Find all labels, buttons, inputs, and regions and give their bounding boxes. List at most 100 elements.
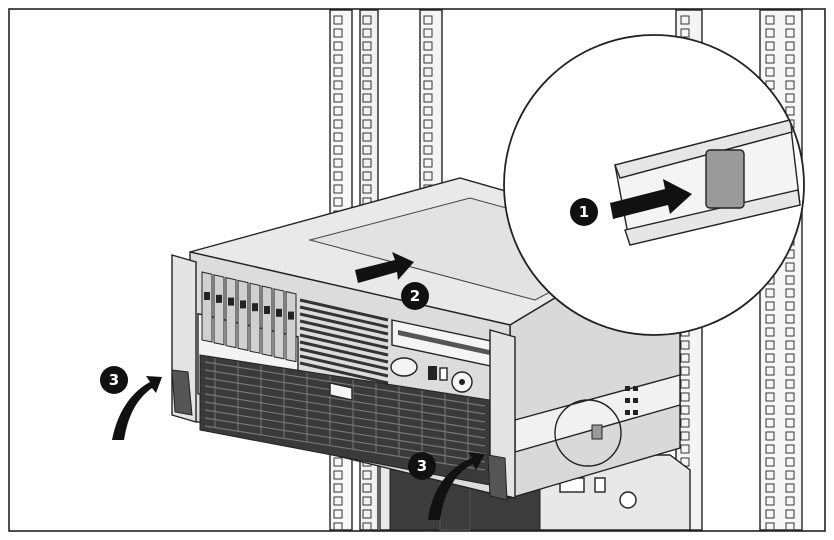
rack-hole bbox=[785, 522, 795, 532]
rack-hole bbox=[333, 197, 343, 207]
rack-hole bbox=[333, 67, 343, 77]
rack-hole bbox=[765, 314, 775, 324]
rack-hole bbox=[423, 171, 433, 181]
vent-slot bbox=[299, 361, 389, 385]
rack-hole bbox=[423, 54, 433, 64]
rack-hole bbox=[333, 158, 343, 168]
front-handle bbox=[329, 382, 353, 401]
rack-hole bbox=[333, 457, 343, 467]
thumbscrew-left bbox=[171, 369, 193, 416]
detail-magnifier bbox=[503, 34, 805, 336]
arrow-right-icon bbox=[355, 252, 414, 283]
drive-bay bbox=[201, 271, 213, 343]
rack-hole bbox=[680, 431, 690, 441]
vent-slot bbox=[204, 417, 486, 463]
rack-hole bbox=[785, 41, 795, 51]
vent-slot bbox=[204, 425, 486, 471]
rack-hole bbox=[765, 327, 775, 337]
rack-hole bbox=[765, 509, 775, 519]
vent-slot bbox=[204, 393, 486, 439]
drive-latch bbox=[204, 292, 210, 300]
rack-hole bbox=[785, 431, 795, 441]
rack-hole bbox=[333, 145, 343, 155]
rack-hole bbox=[765, 41, 775, 51]
rack-hole bbox=[333, 171, 343, 181]
rack-hole bbox=[785, 275, 795, 285]
rack-hole bbox=[362, 158, 372, 168]
drive-bay bbox=[249, 282, 261, 354]
rack-hole bbox=[680, 379, 690, 389]
rack-hole bbox=[333, 41, 343, 51]
rack-hole bbox=[333, 509, 343, 519]
vent-slot bbox=[204, 377, 486, 423]
release-latch-tab bbox=[705, 149, 745, 209]
rack-hole bbox=[680, 15, 690, 25]
rack-hole bbox=[765, 496, 775, 506]
rail-release-highlight bbox=[554, 399, 622, 467]
rack-hole bbox=[362, 496, 372, 506]
rack-hole bbox=[362, 106, 372, 116]
rack-hole bbox=[765, 54, 775, 64]
rack-hole bbox=[785, 54, 795, 64]
rack-hole bbox=[362, 15, 372, 25]
rack-hole bbox=[785, 353, 795, 363]
rack-hole bbox=[680, 418, 690, 428]
callout-3-left-label: 3 bbox=[109, 371, 119, 389]
rack-hole bbox=[333, 496, 343, 506]
rack-hole bbox=[765, 405, 775, 415]
front-control-panel bbox=[390, 357, 473, 393]
rack-hole bbox=[680, 340, 690, 350]
rack-hole bbox=[362, 132, 372, 142]
rack-hole bbox=[333, 54, 343, 64]
rack-hole bbox=[333, 28, 343, 38]
rack-hole bbox=[785, 483, 795, 493]
rack-hole bbox=[333, 106, 343, 116]
rack-hole bbox=[333, 132, 343, 142]
rack-hole bbox=[765, 379, 775, 389]
usb-port-icon-2 bbox=[439, 367, 448, 381]
rack-hole bbox=[765, 366, 775, 376]
rack-hole bbox=[765, 418, 775, 428]
rack-hole bbox=[680, 405, 690, 415]
usb-port-icon bbox=[428, 366, 437, 380]
vent-slot bbox=[299, 305, 389, 329]
rack-hole bbox=[785, 418, 795, 428]
drive-latch bbox=[264, 306, 270, 314]
magnified-rail-lip bbox=[614, 119, 793, 179]
rack-hole bbox=[765, 483, 775, 493]
drive-bay bbox=[237, 279, 249, 352]
rack-hole bbox=[785, 80, 795, 90]
rack-hole bbox=[785, 457, 795, 467]
vent-slot bbox=[299, 354, 389, 378]
rack-hole bbox=[423, 41, 433, 51]
vent-slot bbox=[204, 361, 486, 407]
curved-arrow-icon bbox=[112, 376, 162, 440]
rack-hole bbox=[785, 28, 795, 38]
rack-hole bbox=[423, 145, 433, 155]
step-3-left-arrow bbox=[112, 376, 162, 440]
rack-hole bbox=[765, 431, 775, 441]
drive-latch bbox=[276, 308, 282, 317]
rack-hole bbox=[785, 67, 795, 77]
rack-hole bbox=[362, 171, 372, 181]
rack-hole bbox=[362, 93, 372, 103]
rack-hole bbox=[765, 470, 775, 480]
vent-slot bbox=[299, 319, 389, 343]
rack-hole bbox=[765, 457, 775, 467]
rack-hole bbox=[423, 93, 433, 103]
rack-hole bbox=[362, 483, 372, 493]
server-chassis bbox=[171, 177, 681, 501]
vent-slot bbox=[299, 347, 389, 371]
vent-slot bbox=[299, 340, 389, 364]
rack-hole bbox=[765, 522, 775, 532]
rack-hole bbox=[423, 15, 433, 25]
rack-hole bbox=[362, 80, 372, 90]
rack-hole bbox=[423, 119, 433, 129]
rack-hole bbox=[423, 158, 433, 168]
rack-hole bbox=[333, 15, 343, 25]
media-bay-slot bbox=[398, 330, 494, 356]
drive-latch bbox=[240, 300, 246, 309]
rack-hole bbox=[333, 80, 343, 90]
rack-hole bbox=[785, 366, 795, 376]
